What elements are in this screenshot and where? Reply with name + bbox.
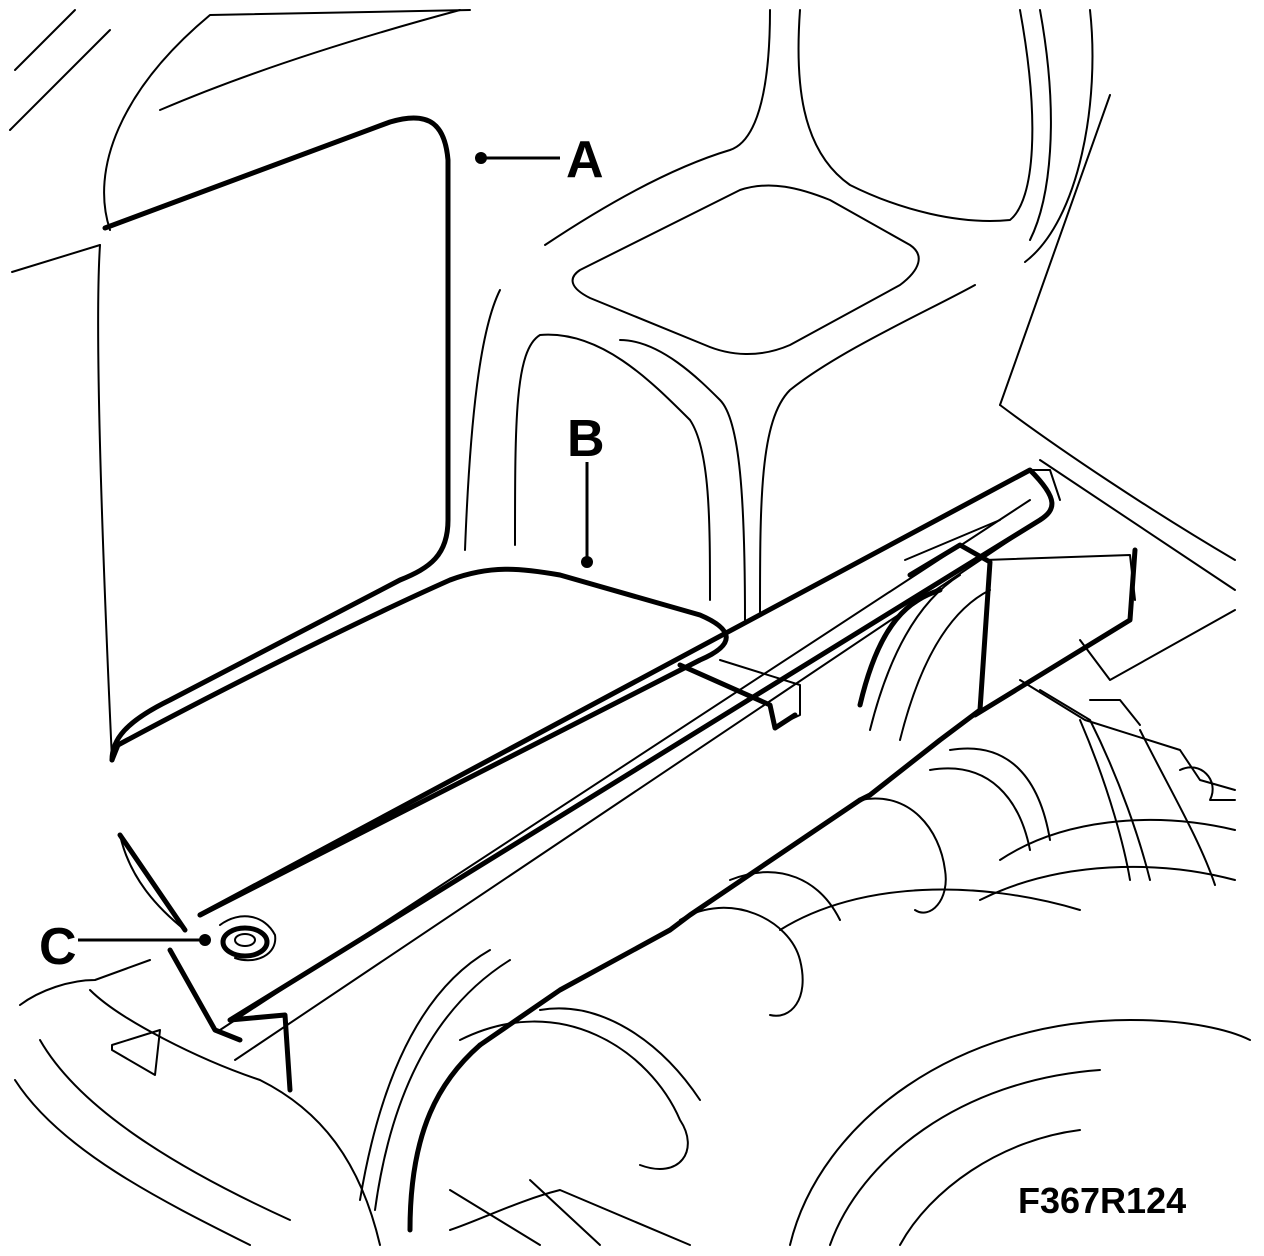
floor-side-panel <box>109 566 729 1043</box>
callout-c-label: C <box>39 918 77 976</box>
callout-b: B <box>567 410 605 568</box>
callout-c-dot <box>199 934 211 946</box>
callout-a: A <box>475 131 604 189</box>
side-trim-panel-upper <box>102 115 451 763</box>
figure-code: F367R124 <box>1018 1180 1186 1221</box>
sill-trim-panel <box>197 467 1138 1233</box>
callout-a-label: A <box>566 131 604 189</box>
callout-c: C <box>39 918 211 976</box>
callout-b-dot <box>581 556 593 568</box>
fastener-screw <box>219 915 277 962</box>
callout-b-label: B <box>567 410 605 468</box>
